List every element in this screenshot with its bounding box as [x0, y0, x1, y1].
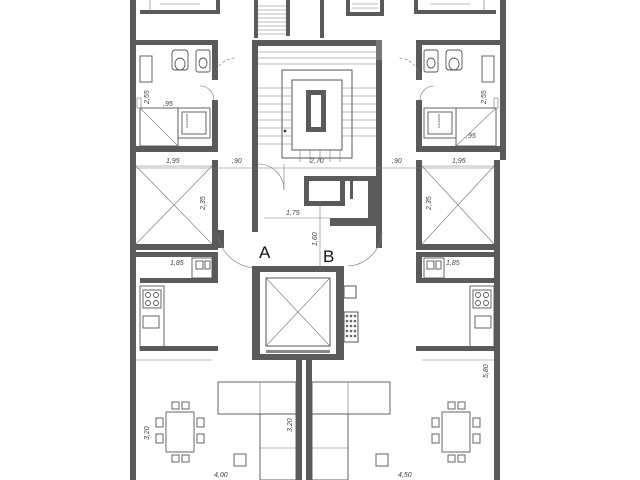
- left-light-shaft: [130, 160, 218, 250]
- dim-right-width-450: 4,50: [398, 472, 412, 479]
- dim-center-living-320: 3,20: [287, 418, 294, 432]
- door-label-a: A: [259, 243, 271, 262]
- dim-stair-270: 2,70: [309, 158, 324, 165]
- dim-left-shaft-235: 2,35: [200, 196, 207, 211]
- dim-right-living-580: 5,80: [483, 364, 490, 378]
- dim-right-bath-255: 2,55: [481, 90, 488, 105]
- dim-right-bath-95: ,95: [466, 133, 476, 140]
- elevator: [252, 266, 359, 480]
- right-living-unit: [311, 250, 500, 480]
- dim-right-shaft-235: 2,35: [426, 196, 433, 211]
- dim-left-kitchen-185: 1,85: [170, 260, 184, 267]
- dim-hall-175: 1,75: [286, 210, 300, 217]
- right-upper-rooms: CALEFÓN: [397, 0, 506, 160]
- dim-left-90: ,90: [232, 158, 242, 165]
- dimension-labels: 1,95 ,90 2,70 ,90 1,95 1,75 1,60 2,35 2,…: [144, 90, 490, 479]
- right-light-shaft: [416, 160, 500, 250]
- dim-left-bath-255: 2,55: [144, 90, 151, 105]
- dim-right-195: 1,95: [452, 158, 466, 165]
- dim-left-living-320: 3,20: [144, 426, 151, 440]
- dim-right-kitchen-185: 1,85: [446, 260, 460, 267]
- right-heater-label: CALEFÓN: [436, 114, 441, 128]
- dim-left-width-400: 4,00: [214, 472, 228, 479]
- dim-right-90: ,90: [392, 158, 402, 165]
- top-stair-fragment: [254, 0, 384, 38]
- dim-left-bath-95: ,95: [163, 101, 173, 108]
- stair-core: [252, 40, 382, 232]
- left-upper-rooms: CALEFÓN: [130, 0, 237, 160]
- left-heater-label: CALEFÓN: [184, 114, 189, 128]
- dim-left-195: 1,95: [166, 158, 180, 165]
- left-living-unit: [130, 250, 297, 480]
- dim-hall-160: 1,60: [312, 232, 319, 246]
- door-label-b: B: [323, 247, 334, 266]
